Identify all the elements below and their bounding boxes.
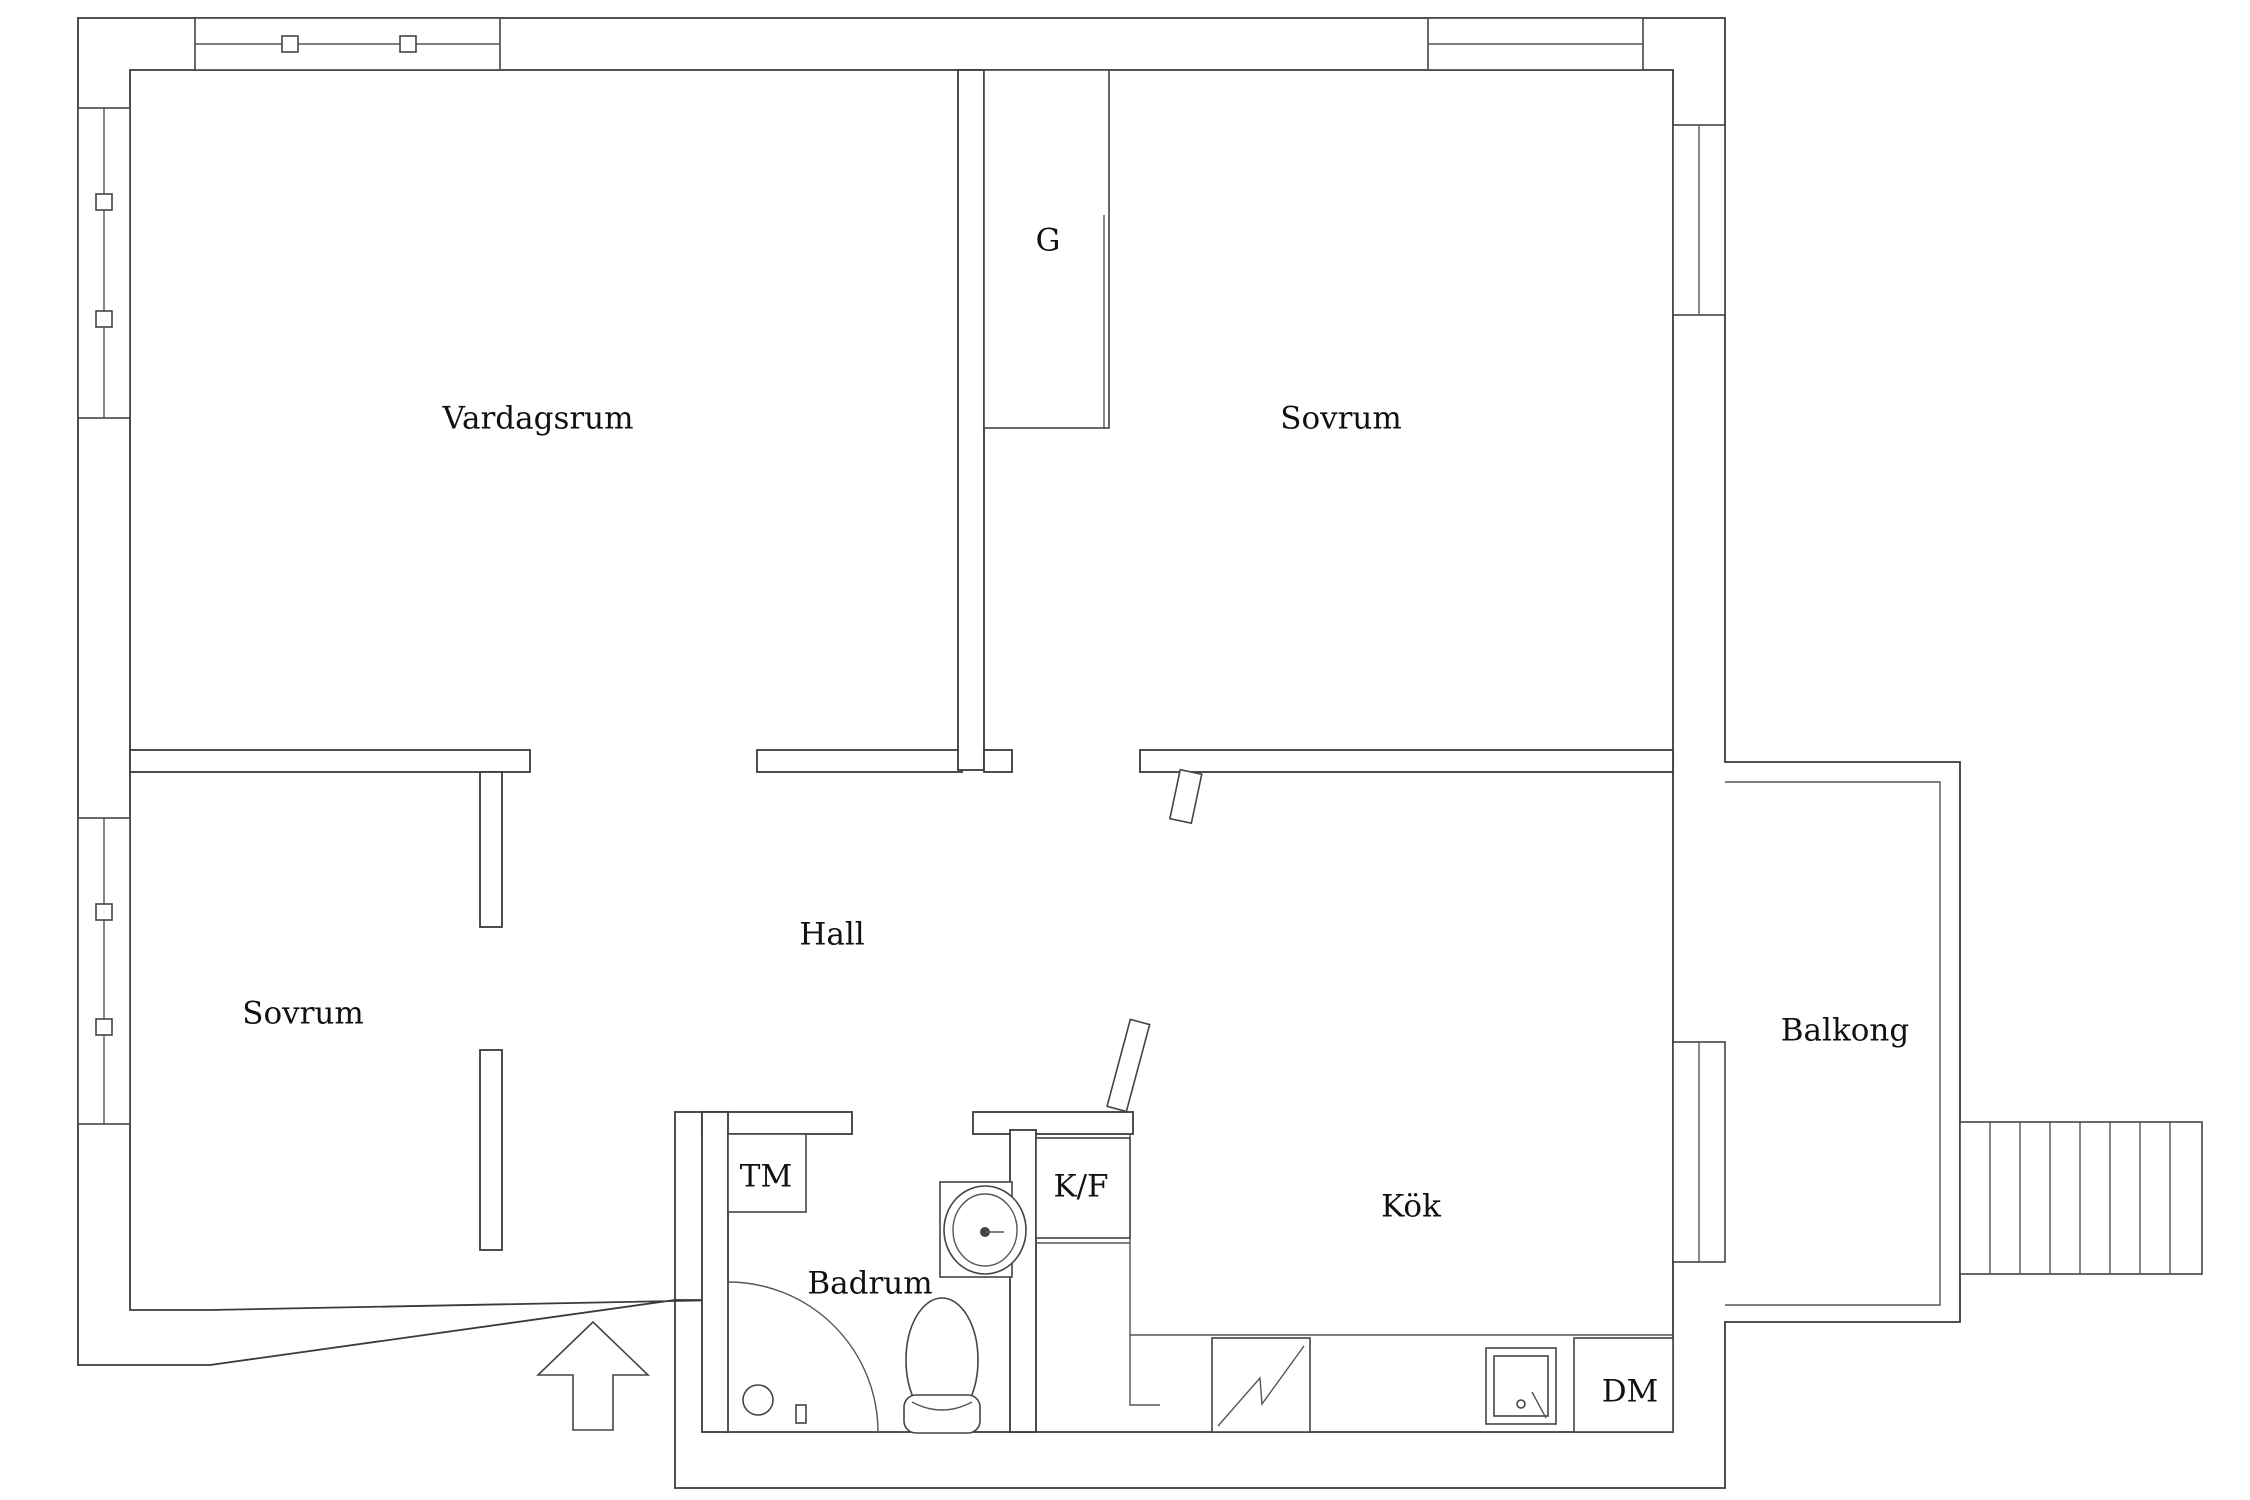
room-label-sovrum-lower: Sovrum xyxy=(242,996,364,1032)
window-right-upper xyxy=(1672,124,1726,316)
balcony-steps xyxy=(1959,1121,2203,1275)
shower-icon xyxy=(727,1281,879,1433)
dishwasher xyxy=(1573,1337,1674,1433)
balcony xyxy=(1725,781,1941,1306)
window-top-right xyxy=(1427,17,1644,71)
entrance-arrow-icon xyxy=(536,1320,650,1431)
label-garderob: G xyxy=(1036,223,1061,259)
fridge-freezer xyxy=(1035,1137,1131,1239)
interior-walls xyxy=(129,69,1674,1433)
window-right-kitchen xyxy=(1672,1041,1726,1263)
toilet-icon xyxy=(903,1297,981,1434)
stove-icon xyxy=(1211,1337,1311,1433)
room-label-vardagsrum: Vardagsrum xyxy=(441,401,633,437)
window-left-upper xyxy=(77,107,131,419)
label-kyl-frys: K/F xyxy=(1053,1169,1108,1205)
washbasin-icon xyxy=(939,1181,1027,1278)
room-label-badrum: Badrum xyxy=(807,1266,932,1302)
label-diskmaskin: DM xyxy=(1602,1374,1659,1410)
wardrobe xyxy=(983,69,1110,429)
room-label-kok: Kök xyxy=(1381,1189,1441,1225)
room-label-sovrum-upper: Sovrum xyxy=(1280,401,1402,437)
label-tvattmaskin: TM xyxy=(740,1159,792,1195)
room-label-balkong: Balkong xyxy=(1781,1013,1909,1049)
window-top-left xyxy=(194,17,501,71)
door-leaf-kitchen xyxy=(1106,1018,1151,1113)
kitchen-sink-icon xyxy=(1485,1347,1557,1425)
door-leaf-bedroom-kitchen xyxy=(1168,768,1203,825)
room-label-hall: Hall xyxy=(799,917,864,953)
window-left-lower xyxy=(77,817,131,1125)
washing-machine xyxy=(727,1133,807,1213)
